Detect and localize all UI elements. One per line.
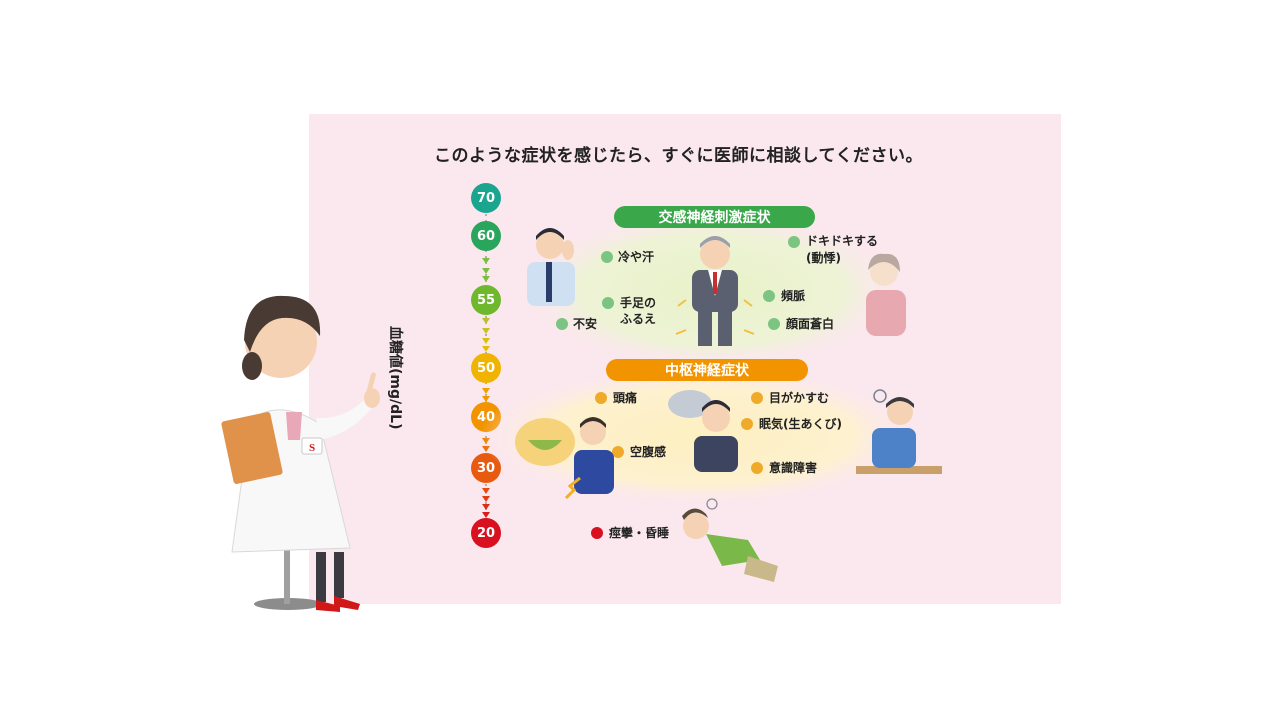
pale-woman-illustration [866, 253, 906, 336]
symptom-tremor-2: ふるえ [620, 312, 657, 326]
hungry-man-illustration [515, 417, 614, 500]
doctor-illustration: S [221, 295, 380, 612]
symptom-palpitation-2: (動悸) [806, 251, 841, 265]
central-header: 中枢神経症状 [606, 359, 808, 381]
symptom-tremor-1: 手足の [620, 296, 657, 310]
headache-man-illustration [668, 390, 738, 472]
sympathetic-header: 交感神経刺激症状 [614, 206, 815, 228]
symptom-dot [612, 446, 624, 458]
axis-tick: 50 [471, 353, 501, 383]
symptom-dot [591, 527, 603, 539]
symptom-dot [751, 462, 763, 474]
symptom-pallor: 顔面蒼白 [786, 317, 835, 331]
symptom-blurred-vision: 目がかすむ [769, 391, 830, 405]
page-title: このような症状を感じたら、すぐに医師に相談してください。 [434, 146, 923, 166]
sleepy-man-illustration [856, 389, 942, 474]
symptom-dot [763, 290, 775, 302]
symptom-dot [556, 318, 568, 330]
symptom-dot [768, 318, 780, 330]
symptom-headache: 頭痛 [613, 391, 638, 405]
collapsed-man-illustration [682, 498, 778, 582]
symptom-convulsion-coma: 痙攣・昏睡 [609, 526, 670, 540]
symptom-dot [741, 418, 753, 430]
symptom-palpitation-1: ドキドキする [806, 234, 879, 248]
axis-tick: 20 [471, 518, 501, 548]
axis-tick: 55 [471, 285, 501, 315]
symptom-dot [602, 297, 614, 309]
axis-tick: 60 [471, 221, 501, 251]
symptom-tachycardia: 頻脈 [781, 289, 806, 303]
symptom-dot [595, 392, 607, 404]
symptom-cold-sweat: 冷や汗 [618, 250, 655, 264]
symptom-dot [601, 251, 613, 263]
symptom-dot [751, 392, 763, 404]
doctor-badge-letter: S [309, 442, 315, 454]
symptom-consciousness: 意識障害 [769, 461, 818, 475]
symptom-dot [788, 236, 800, 248]
symptom-anxiety: 不安 [573, 317, 598, 331]
symptom-drowsiness: 眠気(生あくび) [759, 417, 842, 431]
trembling-man-illustration [675, 236, 755, 346]
sweating-man-illustration [527, 228, 575, 306]
axis-tick: 70 [471, 183, 501, 213]
symptom-hunger: 空腹感 [630, 445, 667, 459]
